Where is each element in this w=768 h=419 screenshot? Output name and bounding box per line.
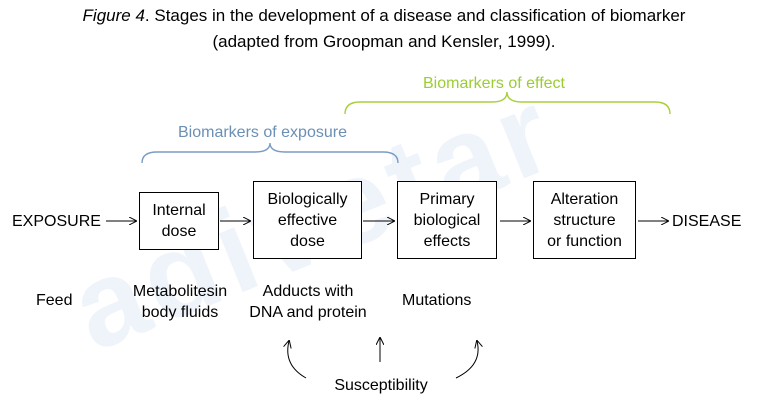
susceptibility-label: Susceptibility bbox=[334, 377, 428, 394]
biomarkers-of-exposure-label: Biomarkers of exposure bbox=[178, 124, 347, 141]
alteration-line1: Alteration bbox=[550, 190, 619, 208]
biologically-effective-line1: Biologically bbox=[267, 190, 348, 208]
susceptibility-arrow-right bbox=[455, 341, 478, 379]
biologically-effective-line2: effective bbox=[277, 211, 338, 229]
adducts-line1: Adducts with bbox=[262, 283, 354, 300]
adducts-line2: DNA and protein bbox=[249, 304, 367, 321]
primary-biological-effects-box: Primary biological effects bbox=[397, 181, 497, 259]
disease-label: DISEASE bbox=[672, 213, 742, 230]
alteration-structure-box: Alteration structure or function bbox=[533, 181, 636, 259]
biologically-effective-line3: dose bbox=[290, 232, 325, 250]
figure-label: Figure 4 bbox=[82, 6, 145, 25]
susceptibility-arrow-left bbox=[288, 341, 307, 379]
exposure-label: EXPOSURE bbox=[12, 213, 101, 230]
primary-effects-line3: effects bbox=[423, 232, 471, 250]
primary-effects-line2: biological bbox=[413, 211, 481, 229]
mutations-label: Mutations bbox=[402, 292, 472, 309]
metabolites-label: Metabolitesin body fluids bbox=[120, 281, 240, 323]
primary-effects-line1: Primary bbox=[419, 190, 475, 208]
internal-dose-box: Internal dose bbox=[139, 192, 219, 250]
exposure-bracket bbox=[141, 142, 399, 164]
alteration-line2: structure bbox=[553, 211, 616, 229]
internal-dose-line1: Internal bbox=[152, 202, 206, 219]
figure-caption-line2: (adapted from Groopman and Kensler, 1999… bbox=[212, 32, 556, 51]
figure-caption-line1: Figure 4. Stages in the development of a… bbox=[0, 6, 768, 26]
metabolites-line2: body fluids bbox=[141, 304, 219, 321]
metabolites-line1: Metabolitesin bbox=[132, 283, 228, 300]
adducts-label: Adducts with DNA and protein bbox=[238, 281, 378, 323]
internal-dose-line2: dose bbox=[161, 223, 197, 240]
figure-caption-text: . Stages in the development of a disease… bbox=[144, 6, 686, 25]
biologically-effective-dose-box: Biologically effective dose bbox=[253, 181, 362, 259]
biomarkers-of-effect-label: Biomarkers of effect bbox=[423, 75, 565, 92]
alteration-line3: or function bbox=[547, 232, 622, 250]
effect-bracket bbox=[344, 91, 671, 115]
feed-label: Feed bbox=[36, 292, 73, 309]
